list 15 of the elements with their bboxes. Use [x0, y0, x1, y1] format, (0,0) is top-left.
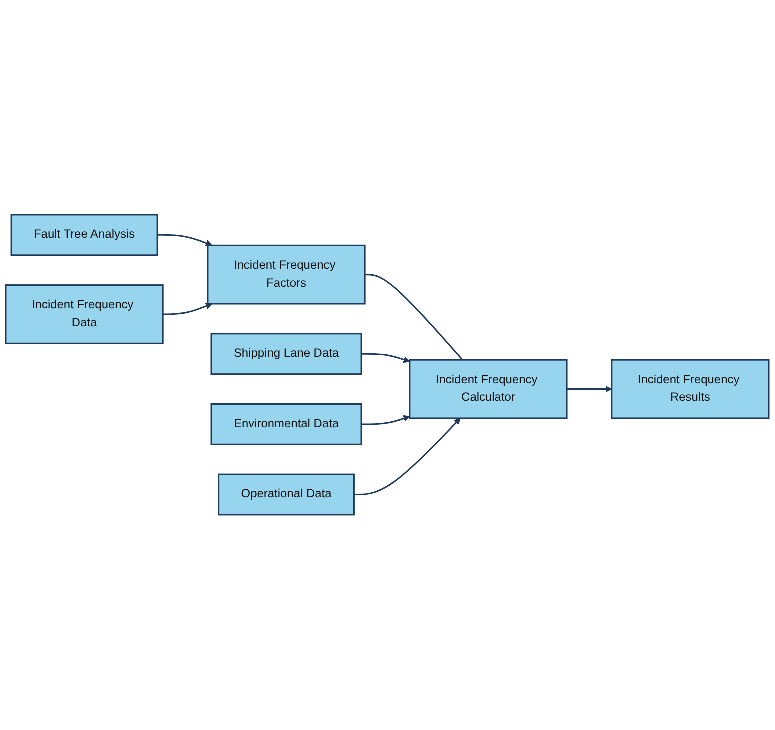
arrow — [362, 416, 410, 426]
connector — [365, 274, 464, 361]
arrow — [158, 234, 212, 247]
arrow — [362, 353, 410, 364]
node-box: Operational Data — [218, 474, 355, 516]
node-box: Shipping Lane Data — [210, 333, 362, 376]
arrow — [163, 303, 212, 316]
node-box: Incident Frequency Factors — [207, 244, 366, 305]
node-box: Environmental Data — [210, 404, 362, 446]
node-box: Fault Tree Analysis — [10, 214, 158, 256]
arrow — [567, 386, 612, 393]
node-box: Incident Frequency Data — [5, 284, 164, 344]
node-box: Incident Frequency Calculator — [409, 359, 568, 420]
node-box: Incident Frequency Results — [611, 359, 770, 420]
arrow — [354, 418, 461, 496]
